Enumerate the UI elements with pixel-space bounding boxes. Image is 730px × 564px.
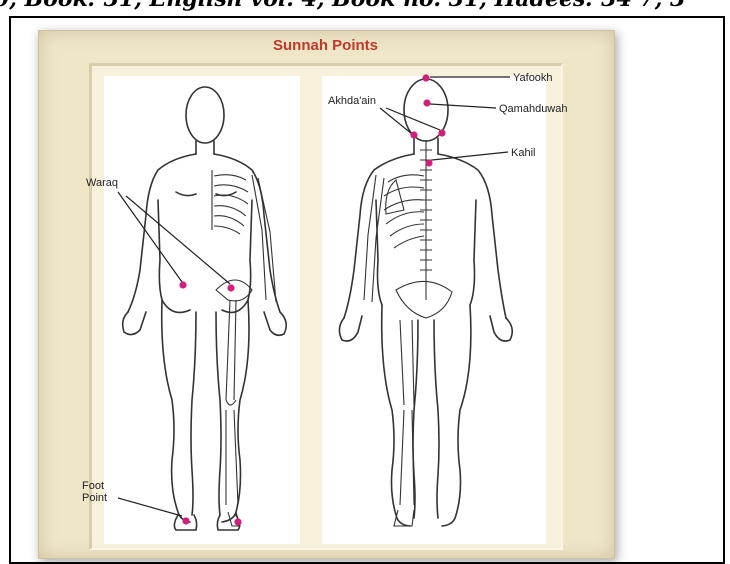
label-yafookh: Yafookh [513, 72, 553, 84]
akhdaain-point-left [410, 131, 417, 138]
label-foot-point-line2: Point [82, 492, 107, 504]
pointer-lines [118, 77, 510, 516]
front-body-figure [123, 87, 287, 530]
back-body-figure [339, 79, 512, 526]
kahil-point [425, 159, 432, 166]
waraq-point-left [179, 281, 186, 288]
akhdaain-point-right [438, 129, 445, 136]
label-kahil: Kahil [511, 147, 535, 159]
acupoint-markers [179, 74, 445, 525]
foot-point-left [182, 517, 189, 524]
yafookh-point [422, 74, 429, 81]
label-akhdaain: Akhda'ain [328, 95, 376, 107]
label-foot-point: Foot Point [82, 480, 107, 504]
waraq-point-right [227, 284, 234, 291]
label-waraq: Waraq [86, 177, 118, 189]
foot-point-right [234, 518, 241, 525]
label-qamahduwah: Qamahduwah [499, 103, 568, 115]
label-foot-point-line1: Foot [82, 480, 104, 492]
qamahduwah-point [423, 99, 430, 106]
